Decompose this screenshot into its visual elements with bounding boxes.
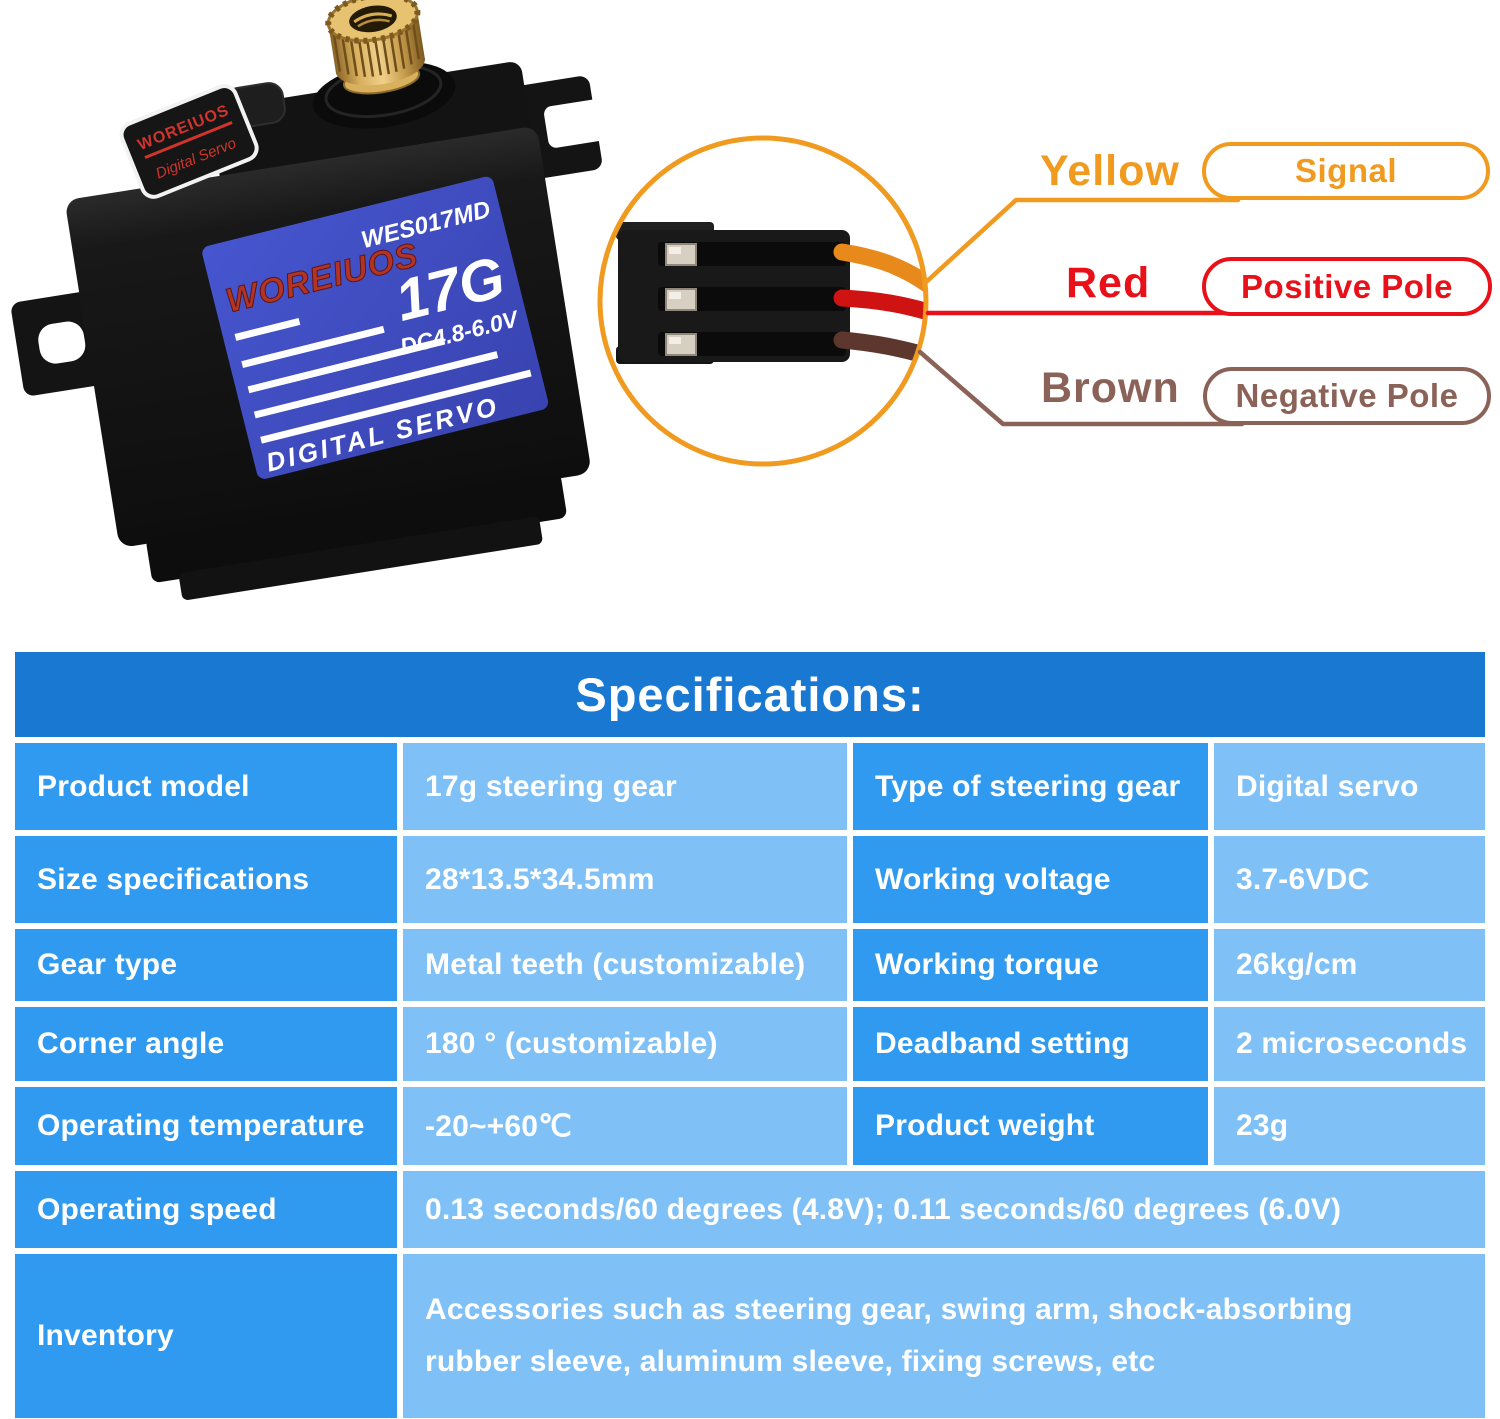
negative-leader-line: [917, 349, 1245, 427]
spec-label-inventory: Inventory: [15, 1254, 397, 1418]
connector-closeup: [597, 135, 929, 467]
magnifier-circle: [597, 135, 929, 467]
spec-label-deadband: Deadband setting: [853, 1007, 1208, 1081]
spec-value-working-voltage: 3.7-6VDC: [1214, 836, 1485, 923]
red-wire: [833, 289, 926, 322]
positive-pill-label: Positive Pole: [1241, 267, 1453, 305]
specifications-title: Specifications:: [15, 652, 1485, 737]
connector-slots: [658, 242, 846, 356]
signal-pill-label: Signal: [1294, 152, 1398, 189]
servo-base-foot: [179, 516, 543, 600]
spec-value-corner-angle: 180 ° (customizable): [403, 1007, 847, 1081]
spec-value-temperature: -20~+60℃: [403, 1087, 847, 1165]
spec-value-working-torque: 26kg/cm: [1214, 929, 1485, 1001]
negative-pill-label: Negative Pole: [1235, 377, 1459, 414]
spec-value-product-model: 17g steering gear: [403, 743, 847, 830]
leader-lines: [917, 197, 1245, 427]
hero-graphic: WOREIUOS Digital Servo WOREIUOS WES017MD…: [11, 0, 1245, 600]
wire-color-brown: Brown: [1041, 364, 1180, 412]
wire-color-yellow: Yellow: [1040, 147, 1180, 195]
spec-label-size: Size specifications: [15, 836, 397, 923]
spec-label-working-torque: Working torque: [853, 929, 1208, 1001]
spec-value-inventory: Accessories such as steering gear, swing…: [403, 1254, 1485, 1418]
connector-pins: [665, 243, 697, 356]
signal-pill: Signal: [1202, 142, 1490, 200]
servo-image: WOREIUOS Digital Servo WOREIUOS WES017MD…: [11, 0, 610, 600]
signal-leader-line: [922, 197, 1241, 286]
spec-label-product-weight: Product weight: [853, 1087, 1208, 1165]
servo-base-step: [146, 473, 567, 583]
spec-value-gear-type: Metal teeth (customizable): [403, 929, 847, 1001]
spec-value-size: 28*13.5*34.5mm: [403, 836, 847, 923]
spec-label-gear-type: Gear type: [15, 929, 397, 1001]
specifications-table: Specifications: Product model 17g steeri…: [15, 652, 1485, 1418]
spec-value-deadband: 2 microseconds: [1214, 1007, 1485, 1081]
yellow-wire: [833, 243, 926, 295]
spec-label-corner-angle: Corner angle: [15, 1007, 397, 1081]
spec-value-product-weight: 23g: [1214, 1087, 1485, 1165]
negative-pole-pill: Negative Pole: [1203, 367, 1491, 425]
spec-label-temperature: Operating temperature: [15, 1087, 397, 1165]
spec-value-operating-speed: 0.13 seconds/60 degrees (4.8V); 0.11 sec…: [403, 1171, 1485, 1248]
spec-value-steering-type: Digital servo: [1214, 743, 1485, 830]
positive-pole-pill: Positive Pole: [1202, 257, 1492, 316]
spec-label-product-model: Product model: [15, 743, 397, 830]
spec-label-steering-type: Type of steering gear: [853, 743, 1208, 830]
label-decorative-lines: [234, 318, 532, 444]
spec-label-working-voltage: Working voltage: [853, 836, 1208, 923]
wire-color-red: Red: [1066, 259, 1151, 307]
servo-gear-icon: [325, 0, 426, 95]
spec-label-operating-speed: Operating speed: [15, 1171, 397, 1248]
